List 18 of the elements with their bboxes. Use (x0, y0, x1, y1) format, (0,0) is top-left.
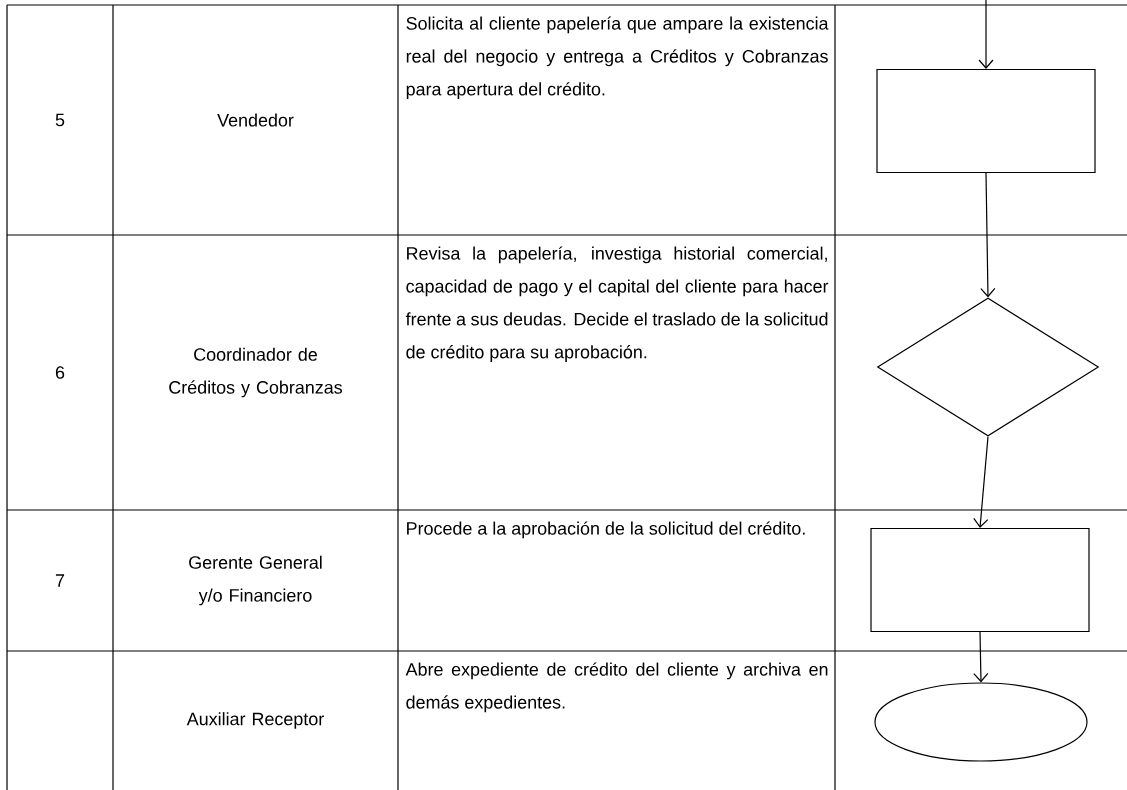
role-name: Vendedor (217, 113, 294, 127)
terminal-ellipse (874, 682, 1088, 762)
arrow (980, 172, 996, 298)
step-number: 6 (55, 366, 65, 379)
description-text: Revisa la papelería, investiga historial comercial, capacidad de pago y el capital del cliente para hacer frente a sus deudas. Decide el traslado de la solicitud de crédito para su aprobación. (405, 246, 829, 362)
description-text: Abre expediente de crédito del cliente y archiva en demás expedientes. (405, 662, 828, 713)
role-name: Coordinador de Créditos y Cobranzas (169, 347, 343, 398)
description-text: Procede a la aprobación de la solicitud del crédito. (407, 521, 805, 539)
role-name: Auxiliar Receptor (186, 712, 324, 729)
step-number: 5 (55, 113, 65, 127)
process-box (876, 68, 1096, 174)
arrow (973, 436, 989, 528)
arrow (973, 631, 989, 683)
step-number: 7 (55, 574, 65, 587)
role-name: Gerente General y/o Financiero (189, 555, 322, 606)
process-box (870, 527, 1090, 633)
arrow (978, 0, 994, 69)
description-text: Solicita al cliente papelería que ampare la existencia real del negocio y entrega a Créditos y Cobranzas para apertura del crédito. (406, 16, 829, 100)
